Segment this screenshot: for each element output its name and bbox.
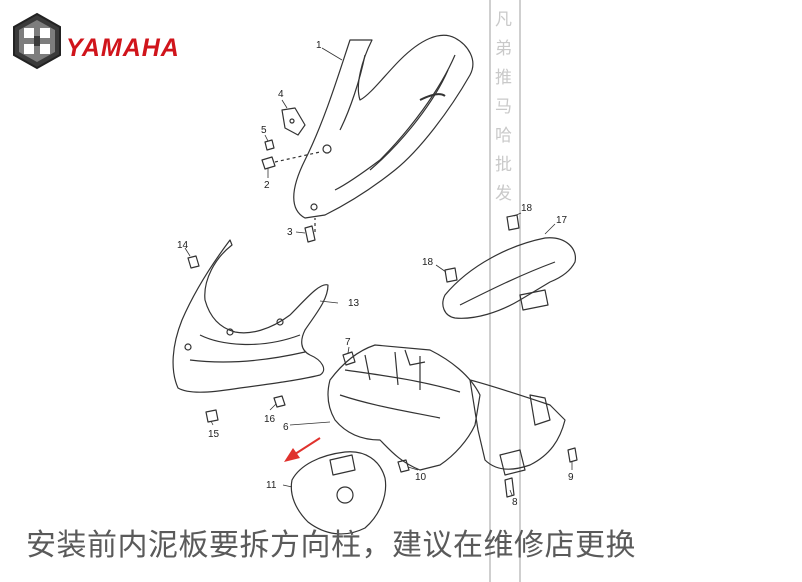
watermark-char: 弟 [495, 39, 512, 59]
brand-logo-text: YAMAHA [66, 34, 180, 62]
part-7-screw [342, 351, 356, 366]
part-17-rear-fender [442, 237, 576, 319]
part-18-nut-top [506, 214, 520, 231]
part-1-front-cowl [293, 34, 474, 219]
callout-5: 5 [261, 125, 267, 136]
callout-labels: 1 2 3 4 5 6 7 8 9 10 11 13 14 15 16 17 1… [177, 40, 574, 508]
part-10-screw [397, 459, 410, 473]
callout-9: 9 [568, 472, 574, 483]
callout-17: 17 [556, 215, 568, 226]
watermark-strip [489, 0, 521, 582]
screws-upper [261, 139, 321, 243]
callout-13: 13 [348, 298, 360, 309]
watermark-char: 哈 [495, 126, 512, 146]
watermark-char: 发 [495, 184, 512, 204]
leader-lines [184, 47, 573, 496]
part-16-screw [273, 395, 286, 408]
watermark-char: 推 [495, 68, 512, 88]
callout-16: 16 [264, 414, 276, 425]
part-15-clip [205, 409, 219, 423]
watermark-char: 凡 [495, 10, 512, 30]
part-18-nut-side [444, 267, 458, 283]
direction-arrow [284, 437, 321, 462]
part-4-bracket [281, 107, 306, 136]
callout-2: 2 [264, 180, 270, 191]
yamaha-emblem-icon [13, 12, 61, 70]
part-13-lower-cowl [172, 239, 329, 393]
part-8-9-side-panel [469, 379, 578, 498]
caption-text: 安装前内泥板要拆方向柱，建议在维修店更换 [26, 528, 636, 563]
part-14-screw [187, 255, 200, 269]
callout-3: 3 [287, 227, 293, 238]
callout-6: 6 [283, 422, 289, 433]
callout-14: 14 [177, 240, 189, 251]
watermark-text: 凡 弟 推 马 哈 批 发 [495, 6, 515, 209]
callout-4: 4 [278, 89, 284, 100]
callout-10: 10 [415, 472, 427, 483]
callout-1: 1 [316, 40, 322, 51]
part-6-inner-panel [327, 344, 481, 471]
callout-7: 7 [345, 337, 351, 348]
part-11-lower-panel [290, 451, 387, 535]
watermark-char: 批 [495, 155, 512, 175]
callout-8: 8 [512, 497, 518, 508]
watermark-char: 马 [495, 97, 512, 117]
callout-18-side: 18 [422, 257, 434, 268]
callout-11: 11 [266, 480, 277, 491]
callout-18-top: 18 [521, 203, 533, 214]
callout-15: 15 [208, 429, 220, 440]
